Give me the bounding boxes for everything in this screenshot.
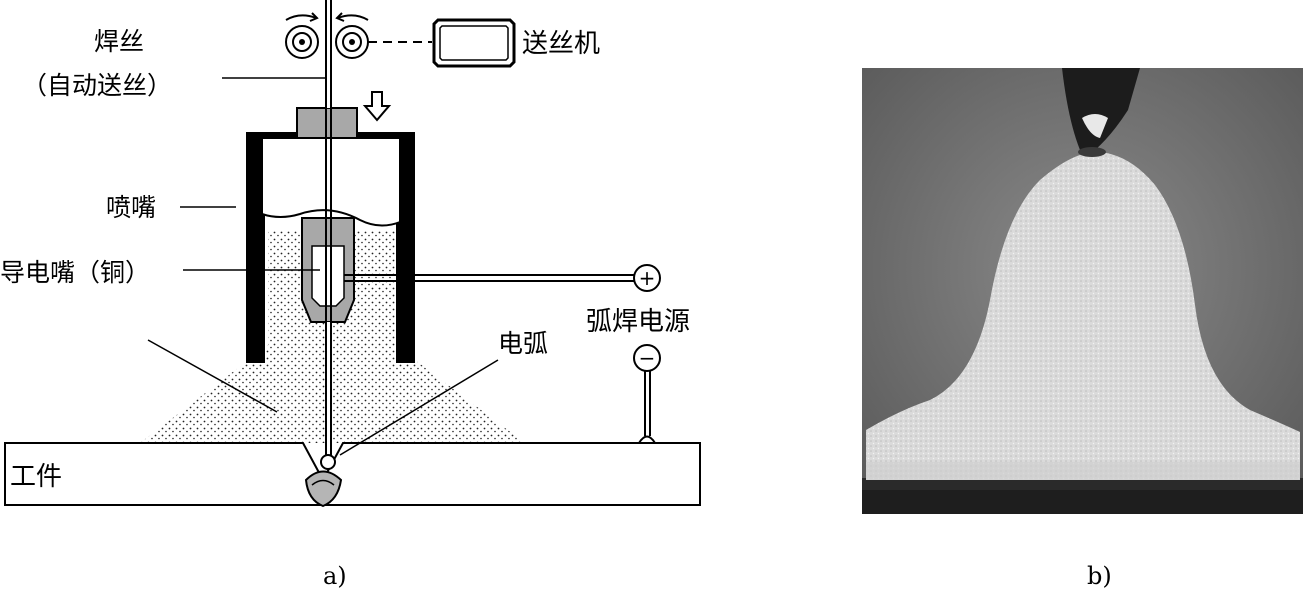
plus-sign: +	[639, 266, 656, 290]
label-wire: 焊丝	[94, 27, 144, 56]
label-nozzle: 喷嘴	[106, 193, 156, 222]
workpiece	[4, 442, 701, 506]
nozzle-left-wall	[246, 132, 265, 363]
arc-point	[320, 454, 336, 470]
positive-terminal	[633, 264, 661, 292]
label-wire-auto: （自动送丝）	[22, 71, 172, 100]
label-workpiece: 工件	[10, 462, 62, 492]
weld-bead	[304, 470, 343, 508]
electrode-tip	[1062, 68, 1140, 150]
feed-direction-arrow	[362, 91, 392, 122]
label-arc: 电弧	[498, 329, 548, 358]
photo-b	[862, 68, 1303, 514]
label-wire-feeder: 送丝机	[522, 29, 600, 59]
caption-b: b)	[1087, 562, 1112, 590]
negative-terminal	[633, 344, 661, 372]
minus-sign: −	[639, 346, 656, 370]
flux-mound	[866, 151, 1300, 480]
label-power-source: 弧焊电源	[586, 307, 690, 337]
wire-feeder-box	[432, 18, 516, 68]
diagram-a: 焊丝 （自动送丝） 送丝机 喷嘴 导电嘴（铜） 弧焊电源 电弧 工件 + −	[0, 0, 701, 508]
caption-a: a)	[323, 562, 347, 590]
label-contact-tip: 导电嘴（铜）	[0, 258, 150, 287]
